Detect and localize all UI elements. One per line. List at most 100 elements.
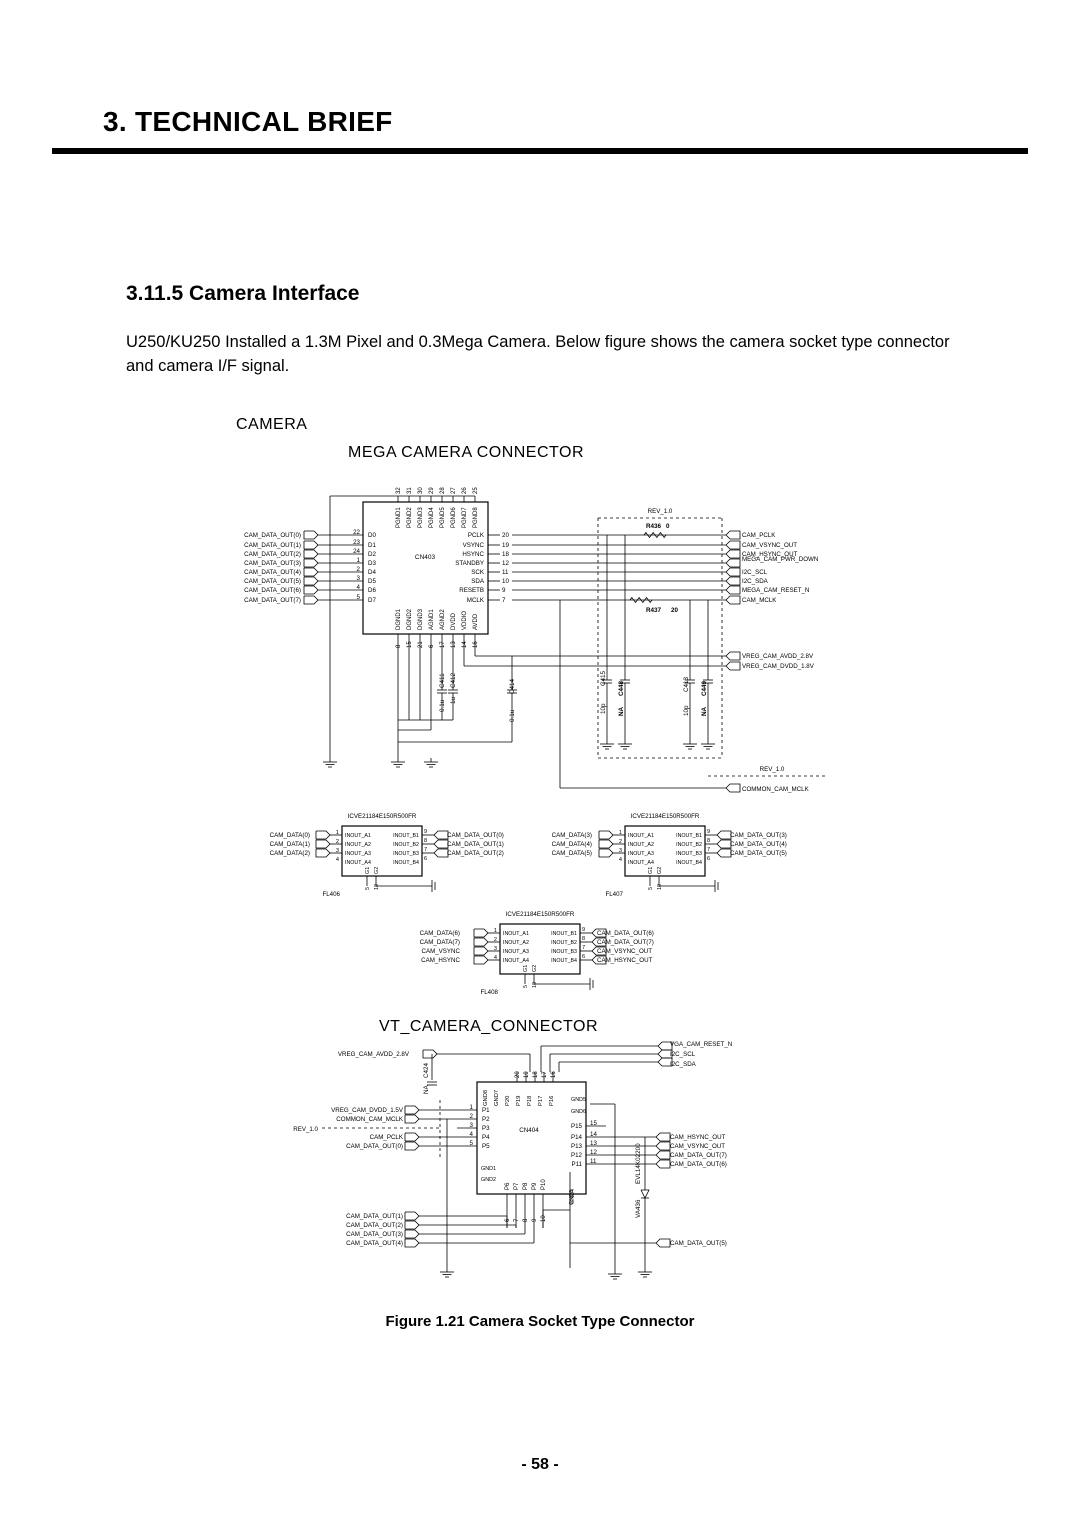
schematic-text: D0 bbox=[368, 532, 376, 539]
schematic-text: CAM_DATA_OUT(6) bbox=[670, 1161, 727, 1168]
schematic-text: DGND2 bbox=[407, 608, 413, 630]
schematic-text: P18 bbox=[527, 1096, 533, 1106]
schematic-text: VGA_CAM_RESET_N bbox=[670, 1041, 732, 1048]
port-flag bbox=[725, 549, 741, 559]
schematic-text: P10 bbox=[541, 1179, 547, 1190]
schematic-text: CAM_DATA_OUT(3) bbox=[346, 1231, 403, 1238]
port-flag bbox=[303, 595, 319, 605]
schematic-text: 9 bbox=[502, 587, 506, 594]
port-flag bbox=[591, 928, 607, 938]
schematic-text: 12 bbox=[590, 1149, 597, 1156]
port-flag bbox=[725, 783, 741, 793]
port-flag bbox=[303, 576, 319, 586]
schematic-text: INOUT_B3 bbox=[393, 851, 419, 857]
port-flag bbox=[473, 937, 489, 947]
schematic-text: CAM_DATA_OUT(4) bbox=[244, 569, 301, 576]
schematic-text: P2 bbox=[482, 1116, 490, 1123]
schematic-text: 5 bbox=[523, 985, 529, 988]
schematic-text: 27 bbox=[451, 487, 457, 494]
schematic-text: CAM_DATA_OUT(1) bbox=[447, 841, 504, 848]
schematic-text: INOUT_A1 bbox=[503, 931, 529, 937]
schematic-text: 31 bbox=[407, 487, 413, 494]
port-flag bbox=[655, 1238, 671, 1248]
schematic-text: EVL14K02200 bbox=[635, 1143, 642, 1184]
port-flag bbox=[725, 540, 741, 550]
schematic-text: REV_1.0 bbox=[293, 1126, 318, 1133]
schematic-text: VSYNC bbox=[463, 542, 485, 549]
schematic-text: CAM_DATA_OUT(7) bbox=[244, 597, 301, 604]
schematic-text: GND5 bbox=[571, 1097, 586, 1103]
schematic-text: 15 bbox=[590, 1120, 597, 1127]
schematic-text: CAM_DATA(5) bbox=[552, 850, 592, 857]
schematic-text: VA436 bbox=[635, 1199, 642, 1218]
schematic-text: 7 bbox=[424, 847, 427, 853]
schematic-text: 23 bbox=[353, 539, 360, 546]
schematic-text: P12 bbox=[571, 1152, 583, 1159]
schematic-text: AGND2 bbox=[440, 609, 446, 630]
filter-body bbox=[624, 825, 706, 877]
schematic-text: 20 bbox=[502, 532, 509, 539]
schematic-text: 4 bbox=[336, 857, 339, 863]
schematic-text: NA bbox=[701, 706, 708, 716]
schematic-text: I2C_SCL bbox=[670, 1051, 696, 1058]
schematic-text: CAM_VSYNC_OUT bbox=[597, 948, 652, 955]
resistor bbox=[643, 531, 667, 539]
port-flag bbox=[655, 1150, 671, 1160]
schematic-text: 10p bbox=[683, 705, 690, 716]
schematic-text: ICVE21184E150R500FR bbox=[631, 813, 700, 820]
schematic-text: DGND1 bbox=[396, 608, 402, 630]
schematic-text: P15 bbox=[571, 1123, 583, 1130]
port-flag bbox=[725, 651, 741, 661]
schematic-text: INOUT_B4 bbox=[676, 860, 702, 866]
schematic-text: P1 bbox=[482, 1107, 490, 1114]
schematic-text: CAM_HSYNC_OUT bbox=[597, 957, 653, 964]
schematic-text: PGND7 bbox=[462, 507, 468, 528]
schematic-text: MCLK bbox=[467, 597, 485, 604]
schematic-text: P20 bbox=[505, 1096, 511, 1106]
schematic-text: 9 bbox=[424, 829, 427, 835]
schematic-text: C413 bbox=[683, 676, 690, 692]
schematic-text: 24 bbox=[353, 548, 360, 555]
port-flag bbox=[725, 567, 741, 577]
port-flag bbox=[598, 839, 614, 849]
schematic-text: INOUT_B4 bbox=[393, 860, 419, 866]
schematic-text: 10 bbox=[657, 884, 663, 890]
schematic-text: PGND8 bbox=[473, 507, 479, 528]
figure-caption: Figure 1.21 Camera Socket Type Connector bbox=[385, 1313, 695, 1330]
schematic-text: CAM_HSYNC bbox=[421, 957, 460, 964]
schematic-text: 6 bbox=[505, 1218, 511, 1222]
port-flag bbox=[725, 530, 741, 540]
schematic-text: CAM_DATA_OUT(2) bbox=[447, 850, 504, 857]
schematic-text: GND1 bbox=[481, 1166, 496, 1172]
camera-label: CAMERA bbox=[236, 416, 308, 433]
port-flag bbox=[303, 567, 319, 577]
schematic-text: CAM_DATA(2) bbox=[270, 850, 310, 857]
schematic-text: CAM_DATA(0) bbox=[270, 832, 310, 839]
port-flag bbox=[598, 848, 614, 858]
schematic-text: 0 bbox=[666, 523, 670, 530]
schematic-text: SCK bbox=[471, 569, 485, 576]
port-flag bbox=[473, 928, 489, 938]
schematic-text: INOUT_B1 bbox=[551, 931, 577, 937]
schematic-text: C414 bbox=[509, 678, 516, 694]
port-flag bbox=[657, 1041, 673, 1051]
schematic-text: D5 bbox=[368, 578, 376, 585]
port-flag bbox=[716, 839, 732, 849]
vt-connector-label: VT_CAMERA_CONNECTOR bbox=[379, 1018, 599, 1035]
schematic-text: 21 bbox=[418, 641, 424, 648]
port-flag bbox=[404, 1132, 420, 1142]
schematic-text: 8 bbox=[523, 1218, 529, 1222]
schematic-text: INOUT_A2 bbox=[628, 842, 654, 848]
schematic-text: 10 bbox=[541, 1215, 547, 1222]
port-flag bbox=[404, 1229, 420, 1239]
port-flag bbox=[591, 946, 607, 956]
schematic-text: CAM_DATA(4) bbox=[552, 841, 592, 848]
schematic-text: P3 bbox=[482, 1125, 490, 1132]
schematic-text: INOUT_B2 bbox=[551, 940, 577, 946]
schematic-text: 2 bbox=[357, 566, 361, 573]
schematic-text: 3 bbox=[336, 848, 339, 854]
schematic-text: 20 bbox=[671, 607, 679, 614]
schematic-text: INOUT_B3 bbox=[676, 851, 702, 857]
port-flag bbox=[303, 540, 319, 550]
